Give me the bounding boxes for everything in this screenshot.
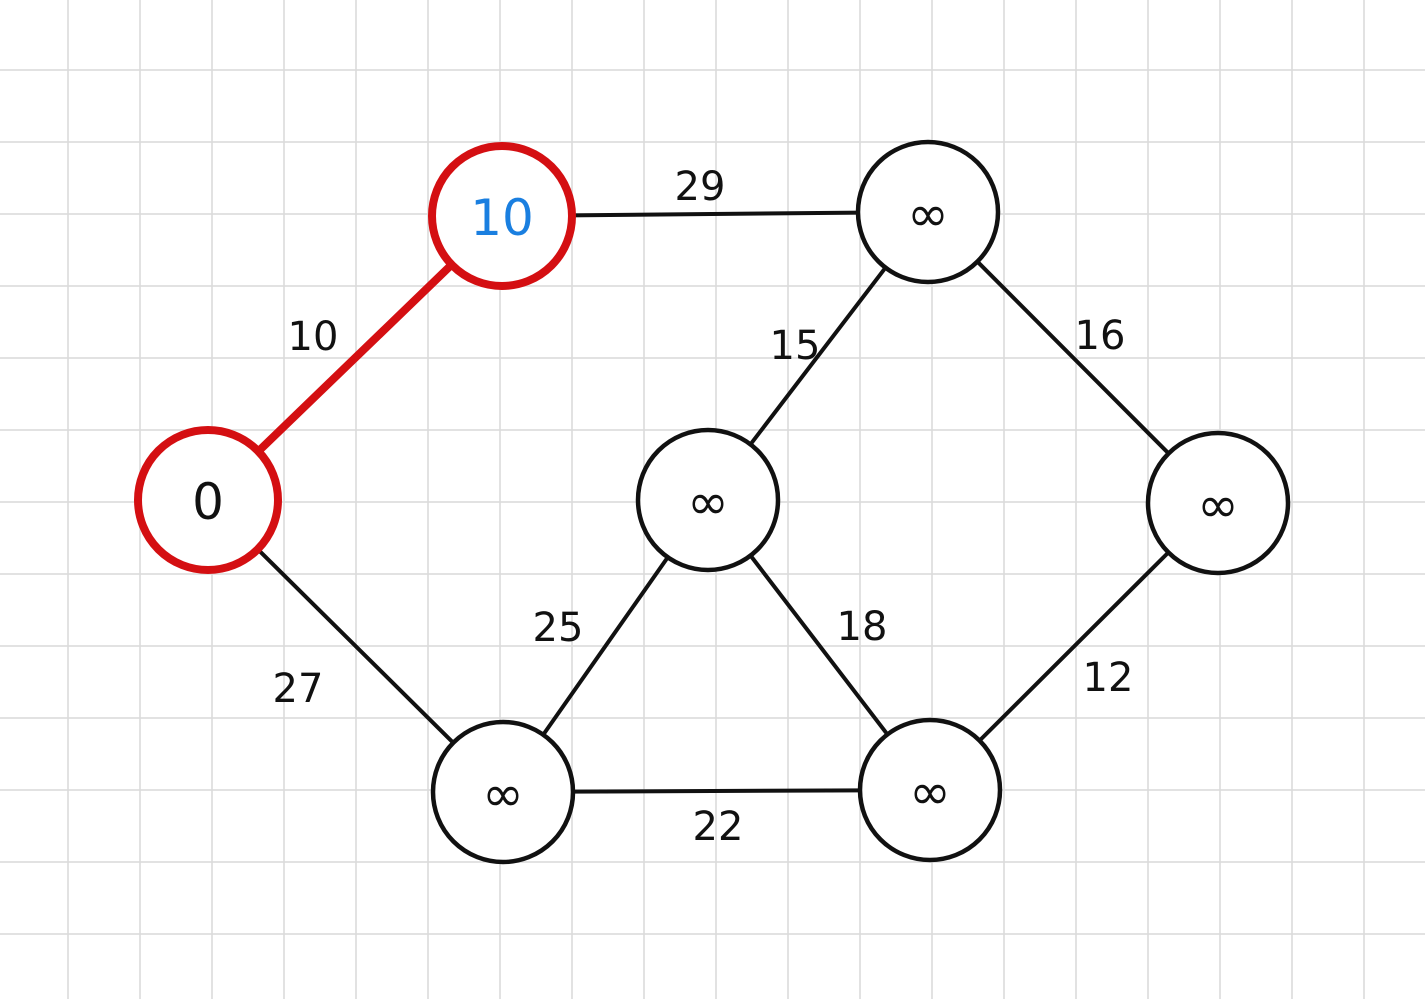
node-label-top-left: 10 xyxy=(470,189,534,247)
edge-right-bottom-right xyxy=(976,548,1172,745)
edge-weight-source-bottom-left: 27 xyxy=(273,666,324,712)
nodes-layer: 0 10 ∞ ∞ ∞ ∞ ∞ xyxy=(134,139,1291,865)
node-circle-bottom-left xyxy=(430,719,576,865)
node-top-right: ∞ xyxy=(855,139,1001,285)
edge-middle-bottom-right xyxy=(747,551,891,739)
edge-weight-right-bottom-right: 12 xyxy=(1083,655,1134,701)
edge-weight-middle-bottom-right: 18 xyxy=(837,604,888,650)
node-bottom-right: ∞ xyxy=(857,717,1003,863)
node-middle: ∞ xyxy=(635,427,781,573)
edge-weight-bottom-left-bottom-right: 22 xyxy=(693,804,744,850)
node-source: 0 xyxy=(134,426,282,574)
node-circle-source xyxy=(134,426,282,574)
node-circle-bottom-right xyxy=(857,717,1003,863)
edge-top-right-middle xyxy=(747,264,889,448)
edge-source-bottom-left xyxy=(254,545,457,747)
node-circle-middle xyxy=(635,427,781,573)
edge-top-right-right xyxy=(974,258,1172,457)
edge-top-left-top-right xyxy=(567,210,863,218)
node-circle-top-right xyxy=(855,139,1001,285)
node-circle-top-left xyxy=(428,142,576,290)
edge-weights-layer: 10 29 15 16 27 25 18 12 22 xyxy=(273,164,1134,850)
edge-weight-top-right-right: 16 xyxy=(1075,313,1126,359)
node-top-left: 10 xyxy=(428,142,576,290)
node-label-top-right: ∞ xyxy=(907,185,949,243)
edges-layer xyxy=(252,210,1172,794)
edge-weight-top-left-top-right: 29 xyxy=(675,164,726,210)
node-bottom-left: ∞ xyxy=(430,719,576,865)
edge-weight-middle-bottom-left: 25 xyxy=(533,605,584,651)
node-label-middle: ∞ xyxy=(687,473,729,531)
node-right: ∞ xyxy=(1145,430,1291,576)
node-label-right: ∞ xyxy=(1197,476,1239,534)
edge-weight-source-top-left: 10 xyxy=(288,314,339,360)
edge-weight-top-right-middle: 15 xyxy=(770,323,821,369)
edge-bottom-left-bottom-right xyxy=(568,788,865,794)
node-circle-right xyxy=(1145,430,1291,576)
edge-middle-bottom-left xyxy=(540,553,671,739)
node-label-bottom-left: ∞ xyxy=(482,765,524,823)
node-label-bottom-right: ∞ xyxy=(909,763,951,821)
edge-source-top-left xyxy=(252,259,458,457)
node-label-source: 0 xyxy=(192,473,224,531)
